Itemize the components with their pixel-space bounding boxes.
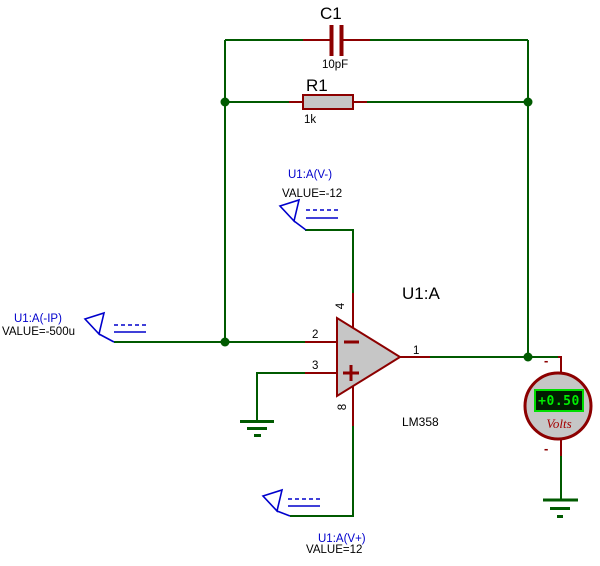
voltmeter-lead-top — [558, 356, 562, 374]
wire-segment[interactable] — [290, 425, 354, 517]
resistor-r1[interactable]: R1 1k — [289, 76, 367, 126]
generator-tail — [276, 510, 291, 517]
capacitor-value-label: 10pF — [322, 59, 348, 71]
generator-vplus-name: U1:A(V+) — [318, 533, 366, 545]
generator-input-value: VALUE=-500u — [2, 326, 75, 338]
junction-dot — [220, 337, 230, 347]
pin-number-8: 8 — [337, 404, 349, 410]
generator-vminus-name: U1:A(V-) — [288, 169, 332, 181]
wire-network[interactable] — [114, 39, 562, 517]
resistor-ref-label: R1 — [306, 76, 328, 95]
junction-dot — [523, 352, 533, 362]
opamp-u1a[interactable]: 2 3 1 4 8 U1:A LM358 — [305, 284, 440, 429]
generator-tail — [293, 220, 307, 231]
voltmeter-terminal-bottom-mark: - — [544, 441, 548, 456]
generator-input[interactable]: U1:A(-IP) VALUE=-500u — [2, 311, 146, 343]
wire-segment[interactable] — [256, 372, 305, 420]
capacitor-c1[interactable]: C1 10pF — [303, 4, 370, 71]
ground-symbol-right[interactable] — [543, 498, 578, 518]
voltmeter-unit-label: Volts — [546, 416, 571, 431]
voltmeter-reading: +0.50 — [538, 394, 580, 409]
opamp-body[interactable] — [336, 316, 402, 398]
generator-input-name: U1:A(-IP) — [14, 313, 62, 325]
generator-flag-icon — [261, 488, 284, 513]
junction-dot — [220, 97, 230, 107]
capacitor-ref-label: C1 — [320, 4, 342, 23]
resistor-body[interactable] — [302, 94, 354, 110]
generator-tail — [98, 333, 115, 343]
generator-flag-icon — [278, 198, 301, 223]
generator-vplus-value: VALUE=12 — [306, 544, 362, 556]
opamp-part-label: LM358 — [402, 415, 439, 429]
pin-number-2: 2 — [312, 329, 318, 341]
resistor-value-label: 1k — [304, 114, 316, 126]
pin-number-3: 3 — [312, 360, 318, 372]
pin-number-1: 1 — [413, 345, 419, 357]
pin-number-4: 4 — [335, 302, 347, 309]
generator-vplus[interactable]: U1:A(V+) VALUE=12 — [261, 488, 366, 556]
generator-vminus-value: VALUE=-12 — [282, 188, 342, 200]
generator-vminus[interactable]: U1:A(V-) VALUE=-12 — [278, 169, 342, 231]
junction-dot — [523, 97, 533, 107]
voltmeter[interactable]: - - +0.50 Volts — [523, 353, 593, 456]
voltmeter-terminal-top-mark: - — [544, 353, 548, 368]
wire-segment[interactable] — [305, 229, 354, 293]
ground-symbol-left[interactable] — [240, 420, 274, 437]
opamp-ref-label: U1:A — [402, 284, 440, 303]
generator-flag-icon — [83, 311, 106, 336]
voltmeter-lcd-display — [534, 389, 584, 412]
